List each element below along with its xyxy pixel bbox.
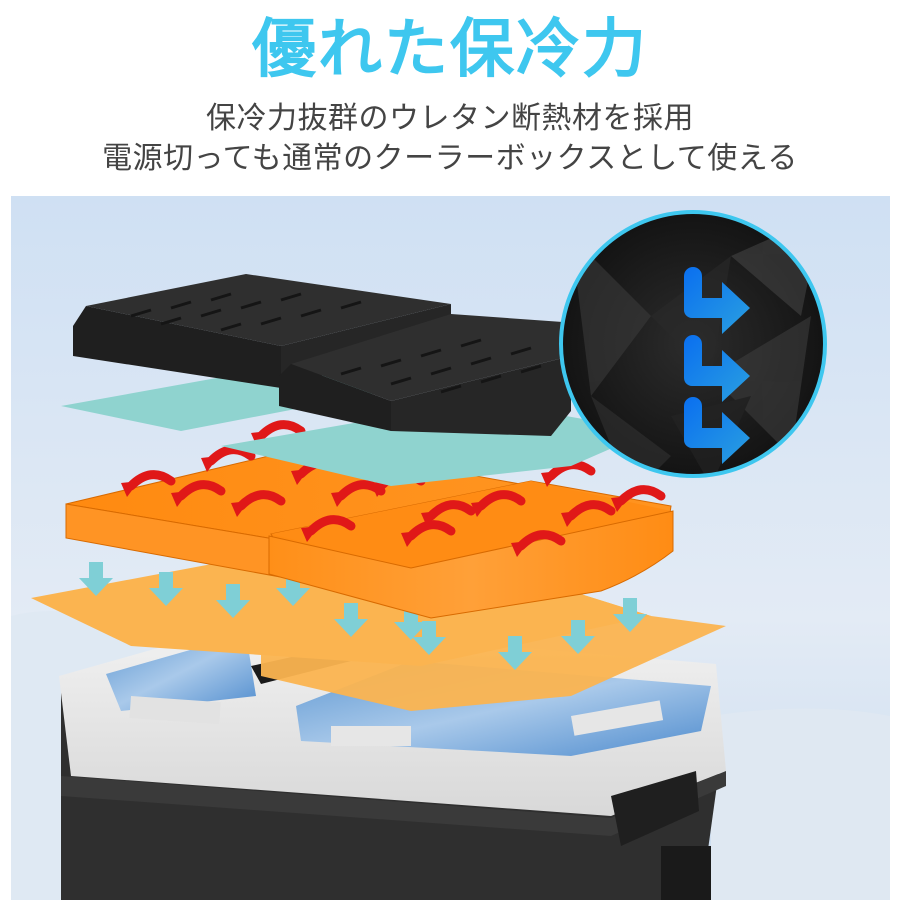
- light-orange-layer: [31, 551, 726, 711]
- ice-window-left: [106, 634, 256, 711]
- cool-retention-arrows: [684, 267, 750, 464]
- headline-title: 優れた保冷力: [252, 13, 648, 87]
- product-illustration: [11, 196, 890, 900]
- heat-arrow-heads: [121, 431, 629, 557]
- lid-right: [279, 314, 591, 436]
- cold-arrows: [79, 562, 647, 670]
- subheadline-line-1: 保冷力抜群のウレタン断熱材を採用: [206, 101, 694, 136]
- foam-closeup-inset: [559, 210, 827, 478]
- inset-ring: [559, 210, 827, 478]
- subheadline-line-2: 電源切っても通常のクーラーボックスとして使える: [102, 141, 798, 176]
